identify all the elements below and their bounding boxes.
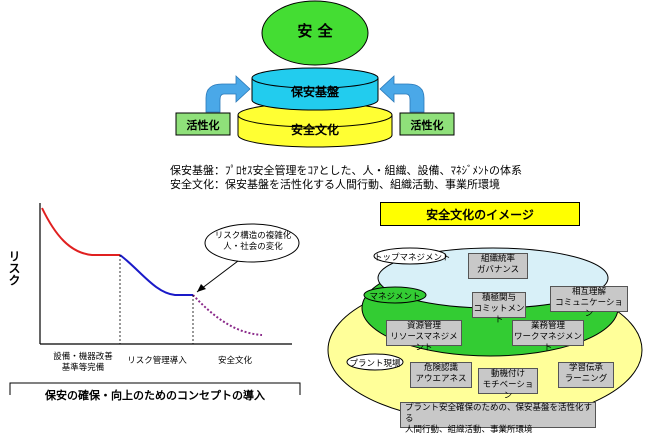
callout-bubble bbox=[204, 223, 300, 263]
stage3-label: 安全文化 bbox=[217, 356, 252, 366]
concept-banner-text: 保安の確保・向上のためのコンセプトの導入 bbox=[45, 389, 265, 402]
safety-label: 安 全 bbox=[297, 22, 333, 40]
risk-chart bbox=[9, 203, 301, 395]
stage2-label: リスク管理導入 bbox=[127, 356, 187, 366]
culture-title: 安全文化のイメージ bbox=[426, 208, 534, 222]
right-arrow-icon bbox=[379, 75, 425, 113]
box-danger-awareness: 危険認識 アウエアネス bbox=[410, 362, 472, 388]
foundation-label: 保安基盤 bbox=[290, 85, 339, 99]
box-commitment: 積極関与 コミットメント bbox=[472, 292, 526, 325]
activate-right-label: 活性化 bbox=[410, 119, 444, 132]
layer-label-mgmt: マネジメント bbox=[369, 292, 421, 302]
definition-foundation: 保安基盤：ﾌﾟﾛｾｽ安全管理をｺｱとした、人・組織、設備、ﾏﾈｼﾞﾒﾝﾄの体系 bbox=[170, 164, 522, 177]
box-org-governance: 組織統率 ガバナンス bbox=[468, 253, 528, 279]
layer-label-plant-oval bbox=[346, 353, 404, 371]
risk-curve-stage3 bbox=[192, 294, 263, 336]
culture-label: 安全文化 bbox=[290, 123, 339, 137]
stage1-label-1: 設備・機器改善 bbox=[53, 352, 113, 362]
layer-label-top-oval bbox=[373, 247, 447, 265]
top-diagram bbox=[175, 0, 455, 148]
box-mutual-communication: 相互理解 コミュニケーション bbox=[550, 286, 628, 319]
activate-left-label: 活性化 bbox=[186, 119, 220, 132]
activate-left-box bbox=[175, 112, 231, 136]
box-resource: 資源管理 リソースマネジメント bbox=[386, 320, 462, 353]
box-learning: 学習伝承 ラーニング bbox=[558, 362, 614, 388]
layer-label-mgmt-oval bbox=[363, 286, 427, 304]
stage1-label-2: 基準等完備 bbox=[61, 363, 105, 373]
layer-label-plant: プラント現場 bbox=[349, 359, 401, 369]
definition-culture: 安全文化：保安基盤を活性化する人間行動、組織活動、事業所環境 bbox=[170, 178, 500, 191]
safety-circle bbox=[261, 0, 369, 66]
risk-axis-label: リスク bbox=[7, 250, 21, 286]
left-arrow-icon bbox=[205, 75, 251, 113]
culture-footer-box: プラント安全確保のための、保安基盤を活性化する 人間行動、組織活動、事業所環境 bbox=[400, 402, 596, 435]
callout-text-2: 人・社会の変化 bbox=[223, 242, 283, 252]
activate-right-box bbox=[399, 112, 455, 136]
callout-text-1: リスク構造の複雑化 bbox=[214, 231, 292, 241]
culture-title-box bbox=[380, 202, 580, 226]
concept-banner bbox=[9, 382, 301, 395]
box-work: 業務管理 ワークマネジメント bbox=[512, 320, 584, 353]
box-motivation: 動機付け モチベーション bbox=[478, 368, 538, 401]
layer-label-top: トップマネジメント bbox=[374, 253, 451, 263]
risk-curve-stage1 bbox=[41, 207, 120, 256]
risk-curve-stage2 bbox=[119, 254, 193, 296]
